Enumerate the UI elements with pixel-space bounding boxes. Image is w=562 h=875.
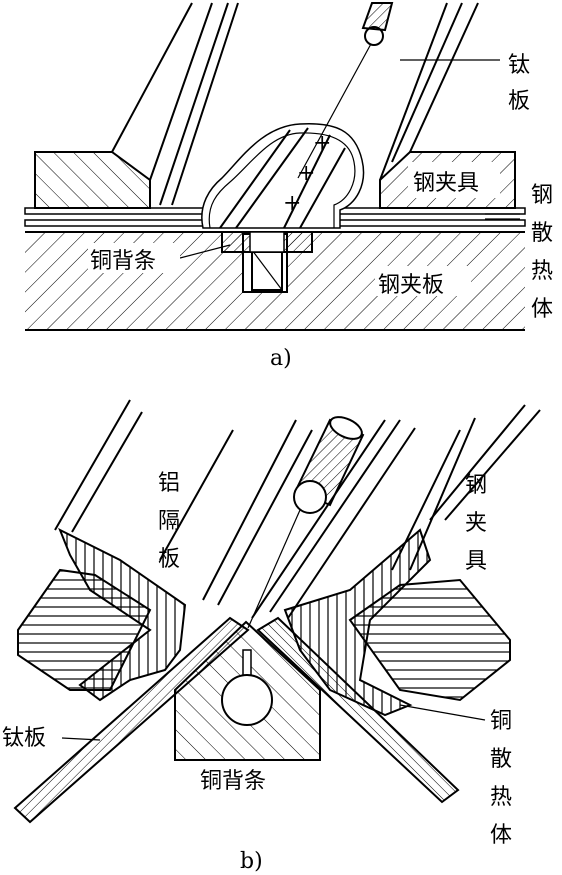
svg-text:+: + [283, 191, 301, 216]
svg-text:+: + [297, 161, 315, 186]
figure-b: 铝 隔 板 钢 夹 具 钛板 铜背条 铜 散 热 体 b) [2, 399, 541, 874]
label-aluminum-separator-1: 铝 [158, 471, 180, 496]
label-steel-clamp-plate: 钢夹板 [378, 273, 444, 298]
label-copper-backing-a: 铜背条 [90, 249, 156, 274]
label-heatsink-a-4: 体 [531, 297, 553, 322]
steel-fixture-right-b [348, 578, 511, 702]
figure-a: + + + 钛 板 钢夹具 钢 散 热 体 铜背条 钢夹板 a) [24, 1, 553, 371]
label-titanium-plate-a-2: 板 [508, 89, 530, 114]
label-heatsink-a-3: 热 [531, 259, 553, 284]
label-steel-fixture-a: 钢夹具 [413, 171, 479, 196]
plates-left-b [54, 399, 313, 606]
label-steel-fixture-b-2: 夹 [465, 511, 487, 536]
label-aluminum-separator-3: 板 [158, 547, 180, 572]
label-copper-backing-b: 铜背条 [200, 769, 266, 794]
label-heatsink-b-1: 铜 [490, 709, 512, 734]
electrode-b [247, 416, 365, 629]
titanium-plate-right [379, 2, 479, 181]
label-heatsink-b-2: 散 [490, 747, 512, 772]
titanium-plate-left [111, 2, 239, 206]
label-titanium-plate-a: 钛 [508, 53, 530, 78]
label-steel-fixture-b-3: 具 [465, 549, 487, 574]
label-aluminum-separator-2: 隔 [158, 509, 180, 534]
label-heatsink-b-3: 热 [490, 785, 512, 810]
copper-heatsink-left-b [58, 527, 187, 702]
caption-b: b) [240, 849, 263, 874]
label-heatsink-a-1: 钢 [531, 183, 553, 208]
steel-fixture-left [34, 151, 151, 209]
caption-a: a) [270, 346, 292, 371]
label-heatsink-a-2: 散 [531, 221, 553, 246]
label-heatsink-b-4: 体 [490, 823, 512, 848]
label-titanium-plate-b: 钛板 [2, 726, 46, 751]
plates-right-b [251, 404, 541, 619]
titanium-plate-right-b [256, 616, 460, 804]
cooling-channel [221, 674, 273, 726]
label-steel-fixture-b-1: 钢 [465, 473, 487, 498]
electrode-holder-a [361, 1, 394, 46]
svg-text:+: + [313, 131, 331, 156]
